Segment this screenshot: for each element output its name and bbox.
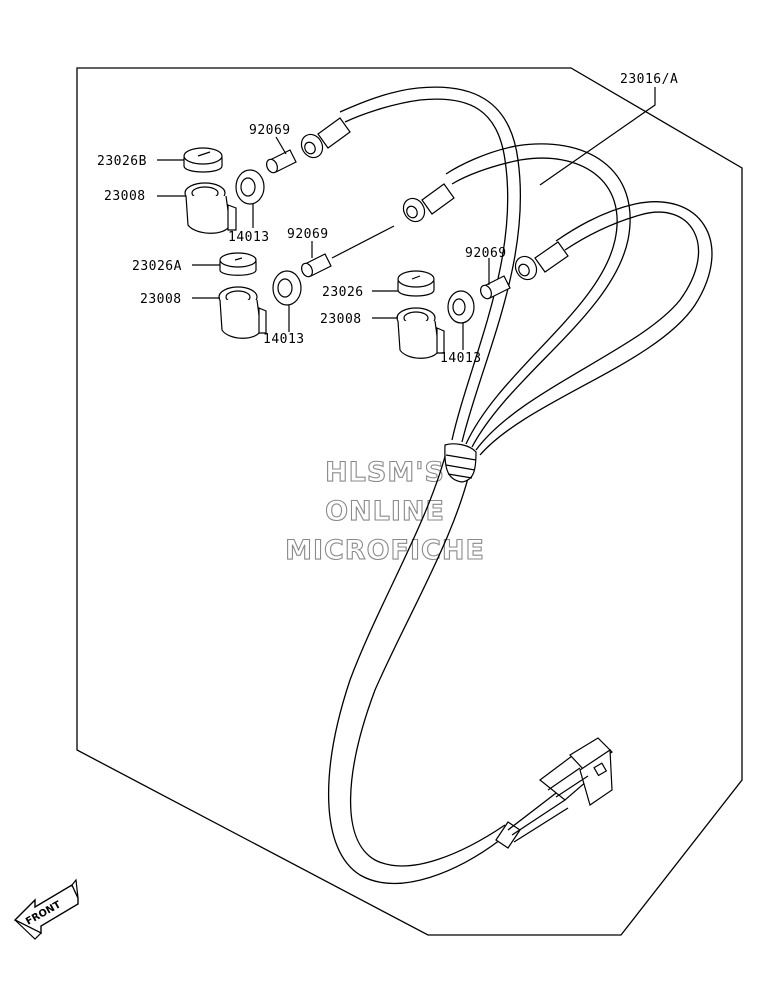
callout-23026: 23026 <box>322 285 364 300</box>
watermark: HLSM'S ONLINE MICROFICHE <box>285 456 485 566</box>
washer-14013-b <box>272 270 302 306</box>
callout-23008-c: 23008 <box>320 312 362 327</box>
front-arrow-icon: FRONT <box>13 878 79 940</box>
bulb-92069-a <box>265 149 297 174</box>
leader-lines <box>157 87 656 350</box>
wiring-harness <box>300 86 713 885</box>
multi-pin-connector <box>507 737 613 843</box>
callout-14013-a: 14013 <box>228 230 270 245</box>
lens-cap-23026 <box>397 270 435 297</box>
watermark-line-1: HLSM'S <box>325 457 445 488</box>
bulb-socket-connector-2 <box>402 183 455 223</box>
callout-23026b: 23026B <box>97 154 147 169</box>
washer-14013-a <box>235 169 265 205</box>
callout-92069-a: 92069 <box>249 123 291 138</box>
bulb-92069-b <box>300 225 395 278</box>
assembly-label: 23016/A <box>620 72 678 87</box>
bulb-socket-connector-3 <box>514 241 569 281</box>
callout-23008-a: 23008 <box>104 189 146 204</box>
callout-23026a: 23026A <box>132 259 182 274</box>
lens-cap-23026a <box>219 252 257 276</box>
diagram-frame <box>76 67 743 936</box>
watermark-line-3: MICROFICHE <box>285 535 485 566</box>
callout-labels: 23016/A 92069 23026B 23008 14013 92069 2… <box>97 72 678 366</box>
housing-23008-b <box>218 286 267 339</box>
lens-cap-23026b <box>183 147 223 173</box>
housing-23008-c <box>396 307 445 359</box>
watermark-line-2: ONLINE <box>325 496 445 527</box>
bulb-92069-c <box>479 275 511 300</box>
washer-14013-c <box>447 290 475 324</box>
callout-23008-b: 23008 <box>140 292 182 307</box>
bulb-socket-connector-1 <box>300 117 351 159</box>
callout-14013-c: 14013 <box>440 351 482 366</box>
housing-23008-a <box>184 182 237 234</box>
callout-14013-b: 14013 <box>263 332 305 347</box>
callout-92069-b: 92069 <box>287 227 329 242</box>
callout-92069-c: 92069 <box>465 246 507 261</box>
